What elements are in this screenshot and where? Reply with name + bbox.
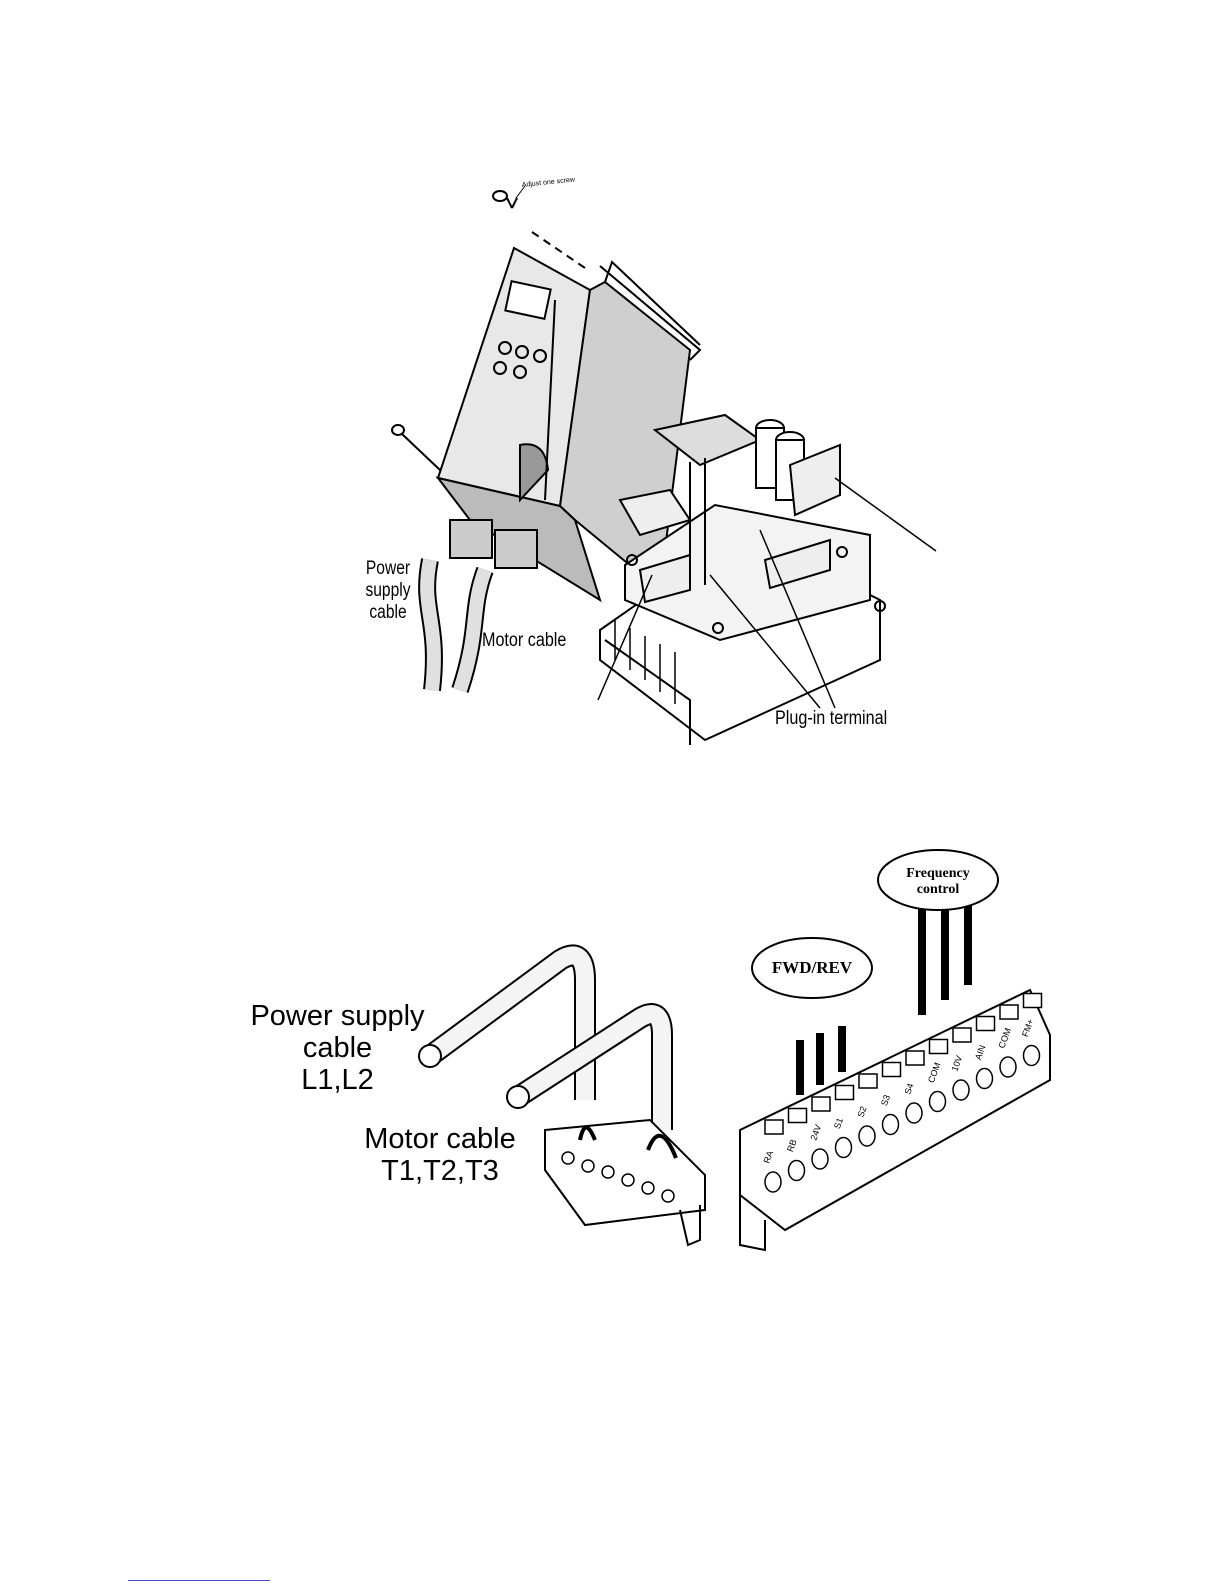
power-terminal-block: [545, 1120, 705, 1245]
terminal-screw: [906, 1103, 922, 1123]
terminal-screw: [859, 1126, 875, 1146]
terminal-slot: [836, 1086, 854, 1100]
terminal-slot: [765, 1120, 783, 1134]
terminal-screw: [930, 1092, 946, 1112]
terminal-slot: [953, 1028, 971, 1042]
terminal-screw: [1000, 1057, 1016, 1077]
footer-rule: [128, 1580, 270, 1581]
terminal-screw: [836, 1138, 852, 1158]
terminal-screw: [789, 1161, 805, 1181]
terminal-slot: [859, 1074, 877, 1088]
terminal-screw: [765, 1172, 781, 1192]
terminal-slot: [1000, 1005, 1018, 1019]
terminal-screw: [1024, 1046, 1040, 1066]
terminal-screw: [883, 1115, 899, 1135]
terminal-slot: [1024, 994, 1042, 1008]
fwd-rev-label: FWD/REV: [760, 958, 864, 978]
terminal-slot: [812, 1097, 830, 1111]
terminal-screw: [977, 1069, 993, 1089]
terminal-screw: [812, 1149, 828, 1169]
bottom-power-supply-cable-label: Power supply cable L1,L2: [240, 1000, 435, 1096]
terminal-slot: [906, 1051, 924, 1065]
bottom-motor-cable-label: Motor cable T1,T2,T3: [355, 1123, 525, 1187]
frequency-control-label: Frequency control: [890, 866, 986, 898]
terminal-slot: [789, 1109, 807, 1123]
terminal-slot: [977, 1017, 995, 1031]
terminal-slot: [883, 1063, 901, 1077]
terminal-slot: [930, 1040, 948, 1054]
terminal-screw: [953, 1080, 969, 1100]
